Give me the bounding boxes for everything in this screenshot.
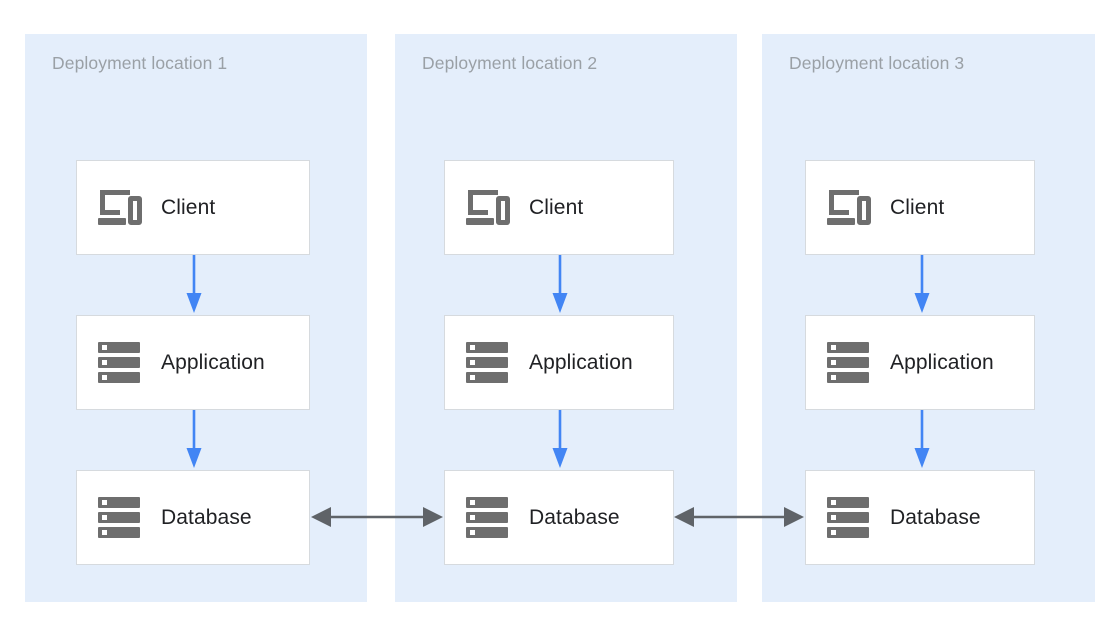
node-database-2-label: Database bbox=[529, 505, 620, 529]
client-devices-icon bbox=[466, 186, 512, 230]
node-application-2[interactable]: Application bbox=[444, 315, 674, 410]
connector-database-2-to-database-3 bbox=[672, 503, 806, 531]
server-stack-icon bbox=[98, 496, 144, 540]
node-application-2-label: Application bbox=[529, 350, 633, 374]
node-database-2[interactable]: Database bbox=[444, 470, 674, 565]
server-stack-icon bbox=[466, 341, 512, 385]
zone-2-title: Deployment location 2 bbox=[422, 53, 598, 73]
node-database-1[interactable]: Database bbox=[76, 470, 310, 565]
node-client-3[interactable]: Client bbox=[805, 160, 1035, 255]
node-database-3[interactable]: Database bbox=[805, 470, 1035, 565]
connector-database-1-to-database-2 bbox=[309, 503, 445, 531]
deployment-zone-2: Deployment location 2 Client Application… bbox=[395, 34, 737, 602]
node-application-1-label: Application bbox=[161, 350, 265, 374]
node-application-1[interactable]: Application bbox=[76, 315, 310, 410]
server-stack-icon bbox=[98, 341, 144, 385]
node-client-1[interactable]: Client bbox=[76, 160, 310, 255]
server-stack-icon bbox=[466, 496, 512, 540]
connector-application-2-to-database-2 bbox=[551, 410, 569, 472]
node-database-3-label: Database bbox=[890, 505, 981, 529]
node-client-2[interactable]: Client bbox=[444, 160, 674, 255]
deployment-zone-3: Deployment location 3 Client Application… bbox=[762, 34, 1095, 602]
client-devices-icon bbox=[98, 186, 144, 230]
connector-application-1-to-database-1 bbox=[185, 410, 203, 472]
node-client-2-label: Client bbox=[529, 195, 584, 219]
deployment-zone-1: Deployment location 1 Client Application bbox=[25, 34, 367, 602]
node-client-3-label: Client bbox=[890, 195, 945, 219]
zone-1-title: Deployment location 1 bbox=[52, 53, 228, 73]
node-application-3-label: Application bbox=[890, 350, 994, 374]
node-application-3[interactable]: Application bbox=[805, 315, 1035, 410]
server-stack-icon bbox=[827, 496, 873, 540]
connector-application-3-to-database-3 bbox=[913, 410, 931, 472]
server-stack-icon bbox=[827, 341, 873, 385]
client-devices-icon bbox=[827, 186, 873, 230]
connector-client-1-to-application-1 bbox=[185, 255, 203, 317]
node-client-1-label: Client bbox=[161, 195, 216, 219]
node-database-1-label: Database bbox=[161, 505, 252, 529]
connector-client-2-to-application-2 bbox=[551, 255, 569, 317]
zone-3-title: Deployment location 3 bbox=[789, 53, 965, 73]
connector-client-3-to-application-3 bbox=[913, 255, 931, 317]
